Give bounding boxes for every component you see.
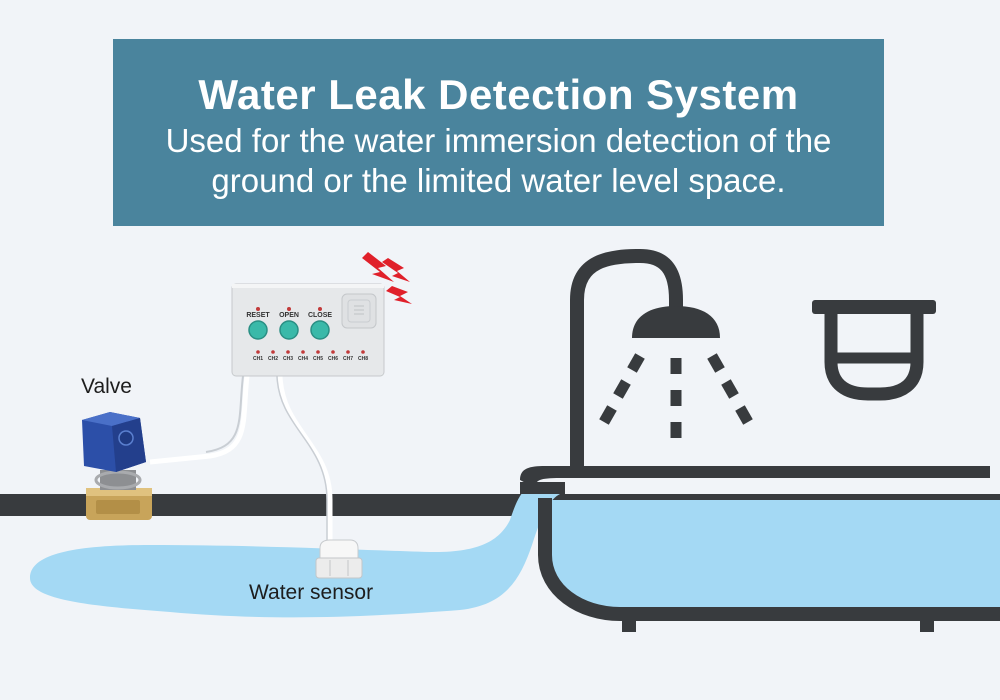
channel-label: CH3 — [282, 356, 293, 362]
channel-label: CH6 — [327, 356, 338, 362]
reset-button — [248, 320, 268, 340]
controller-panel — [231, 283, 385, 377]
title-banner: Water Leak Detection System Used for the… — [113, 39, 884, 226]
banner-subtitle: Used for the water immersion detection o… — [165, 122, 832, 199]
valve-label: Valve — [81, 375, 132, 398]
water-puddle — [30, 488, 560, 618]
speaker-grille — [341, 293, 377, 329]
channel-label: CH1 — [252, 356, 263, 362]
water-sensor-label: Water sensor — [249, 581, 374, 604]
valve-icon — [82, 412, 152, 520]
channel-label: CH2 — [267, 356, 278, 362]
channel-label: CH8 — [357, 356, 368, 362]
alarm-lightning-icon — [362, 252, 412, 304]
shower-icon — [570, 248, 753, 466]
bathtub-icon — [520, 466, 1000, 632]
open-button-label: OPEN — [279, 312, 299, 319]
water-sensor-icon — [315, 539, 363, 579]
valve-cable — [149, 375, 250, 465]
sensor-cable-shadow — [276, 375, 328, 548]
valve-cable-shadow — [205, 375, 244, 453]
reset-button-label: RESET — [246, 312, 270, 319]
washbasin-icon — [812, 300, 936, 401]
close-button — [310, 320, 330, 340]
channel-label: CH5 — [312, 356, 323, 362]
channel-label: CH7 — [342, 356, 353, 362]
sensor-cable — [277, 375, 333, 548]
channel-label: CH4 — [297, 356, 308, 362]
open-button — [279, 320, 299, 340]
close-button-label: CLOSE — [307, 312, 333, 319]
banner-title: Water Leak Detection System — [198, 71, 799, 118]
